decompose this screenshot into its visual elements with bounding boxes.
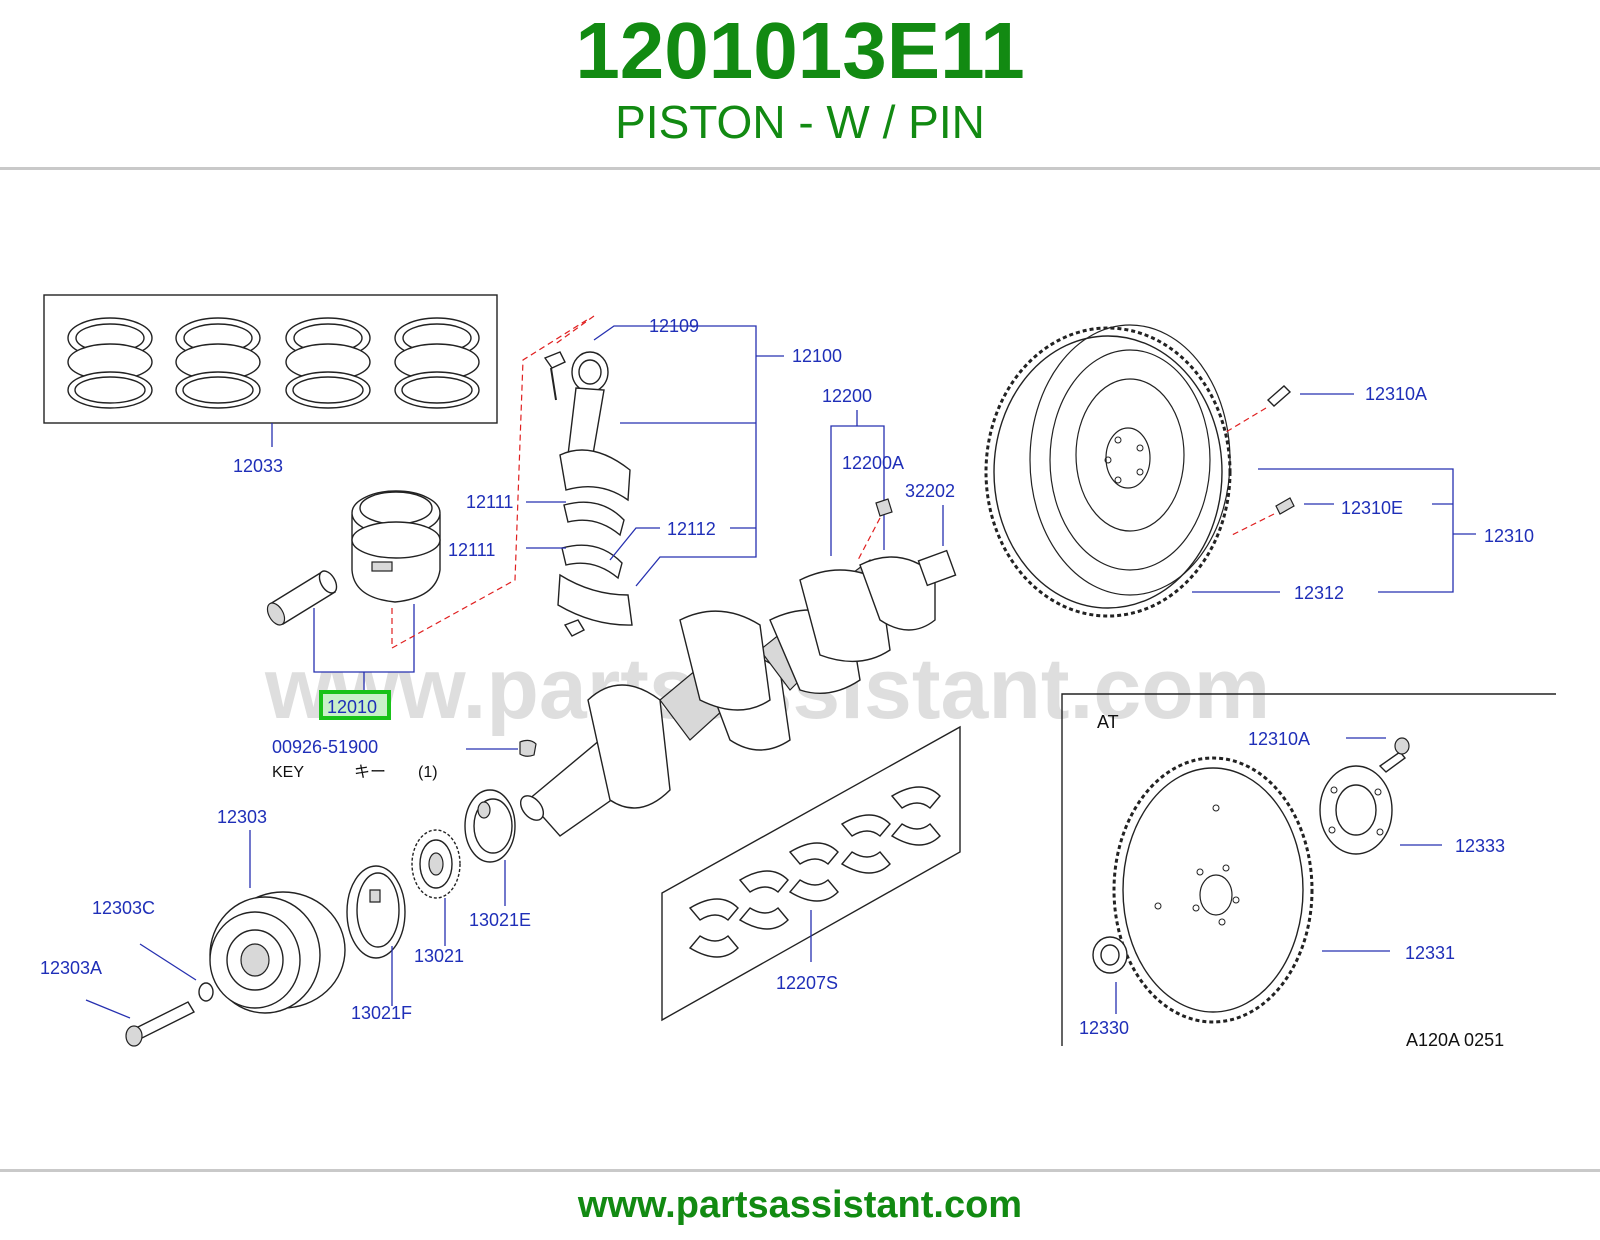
dowel-12200a <box>875 498 893 517</box>
piston-drawing <box>351 490 441 603</box>
key-qty: (1) <box>418 764 438 781</box>
washer-12303c <box>198 982 214 1002</box>
callout-12100[interactable]: 12100 <box>792 346 842 366</box>
callout-12333[interactable]: 12333 <box>1455 836 1505 856</box>
part-number-title: 1201013E11 <box>575 6 1025 95</box>
callout-12331[interactable]: 12331 <box>1405 943 1455 963</box>
diagram-code: A120A 0251 <box>1406 1030 1504 1050</box>
drive-plate-drawing <box>1112 756 1314 1024</box>
callout-12111-upper[interactable]: 12111 <box>466 492 513 512</box>
callout-12310A-at[interactable]: 12310A <box>1248 729 1310 749</box>
crank-pulley-drawing <box>209 891 346 1014</box>
callout-12033[interactable]: 12033 <box>233 456 283 476</box>
key-label: KEY <box>272 764 304 781</box>
callout-12010-selected[interactable]: 12010 <box>327 697 377 717</box>
callout-12303A[interactable]: 12303A <box>40 958 102 978</box>
dowel-12310e <box>1275 497 1295 515</box>
callout-13021[interactable]: 13021 <box>414 946 464 966</box>
reinforcement-plate-drawing <box>1319 765 1393 855</box>
oil-slinger-drawing <box>346 865 406 959</box>
callout-12200[interactable]: 12200 <box>822 386 872 406</box>
callout-32202[interactable]: 32202 <box>905 481 955 501</box>
callout-12200A[interactable]: 12200A <box>842 453 904 473</box>
at-label: AT <box>1097 712 1119 732</box>
footer-url[interactable]: www.partsassistant.com <box>577 1184 1023 1226</box>
callout-12310A-top[interactable]: 12310A <box>1365 384 1427 404</box>
part-name-subtitle: PISTON - W / PIN <box>615 96 985 148</box>
header-divider <box>0 167 1600 170</box>
callout-12303[interactable]: 12303 <box>217 807 267 827</box>
main-bearings-drawing <box>688 786 941 958</box>
bolt-head <box>125 1025 143 1047</box>
callout-12310E[interactable]: 12310E <box>1341 498 1403 518</box>
piston-pin-drawing <box>266 570 338 626</box>
crank-sprocket-drawing <box>411 829 461 899</box>
callout-12330[interactable]: 12330 <box>1079 1018 1129 1038</box>
bolt-at-head <box>1394 737 1410 755</box>
footer-divider <box>0 1169 1600 1172</box>
crankshaft-drawing <box>519 549 957 837</box>
callout-12112[interactable]: 12112 <box>667 519 716 539</box>
main-bearing-panel <box>661 725 961 1022</box>
piston-ring-set <box>67 317 480 409</box>
piston-rings-box <box>43 294 498 424</box>
callout-13021E[interactable]: 13021E <box>469 910 531 930</box>
highlight-inner <box>323 694 387 716</box>
bolt-12310a <box>1266 385 1292 407</box>
pilot-bushing-drawing <box>1092 936 1128 974</box>
callout-12310[interactable]: 12310 <box>1484 526 1534 546</box>
connecting-rod-drawing <box>543 351 633 637</box>
flywheel-drawing <box>984 324 1232 618</box>
callout-12111-lower[interactable]: 12111 <box>448 540 495 560</box>
callout-13021F[interactable]: 13021F <box>351 1003 412 1023</box>
at-section-frame <box>1061 693 1556 1046</box>
callout-12207S[interactable]: 12207S <box>776 973 838 993</box>
callout-12312[interactable]: 12312 <box>1294 583 1344 603</box>
callout-12303C[interactable]: 12303C <box>92 898 155 918</box>
woodruff-key <box>519 739 537 757</box>
callout-00926-51900[interactable]: 00926-51900 <box>272 737 378 757</box>
bolt-12310a-at <box>1378 751 1407 773</box>
sprocket-washer-drawing <box>464 789 516 863</box>
key-jp-label: キー <box>354 764 386 781</box>
